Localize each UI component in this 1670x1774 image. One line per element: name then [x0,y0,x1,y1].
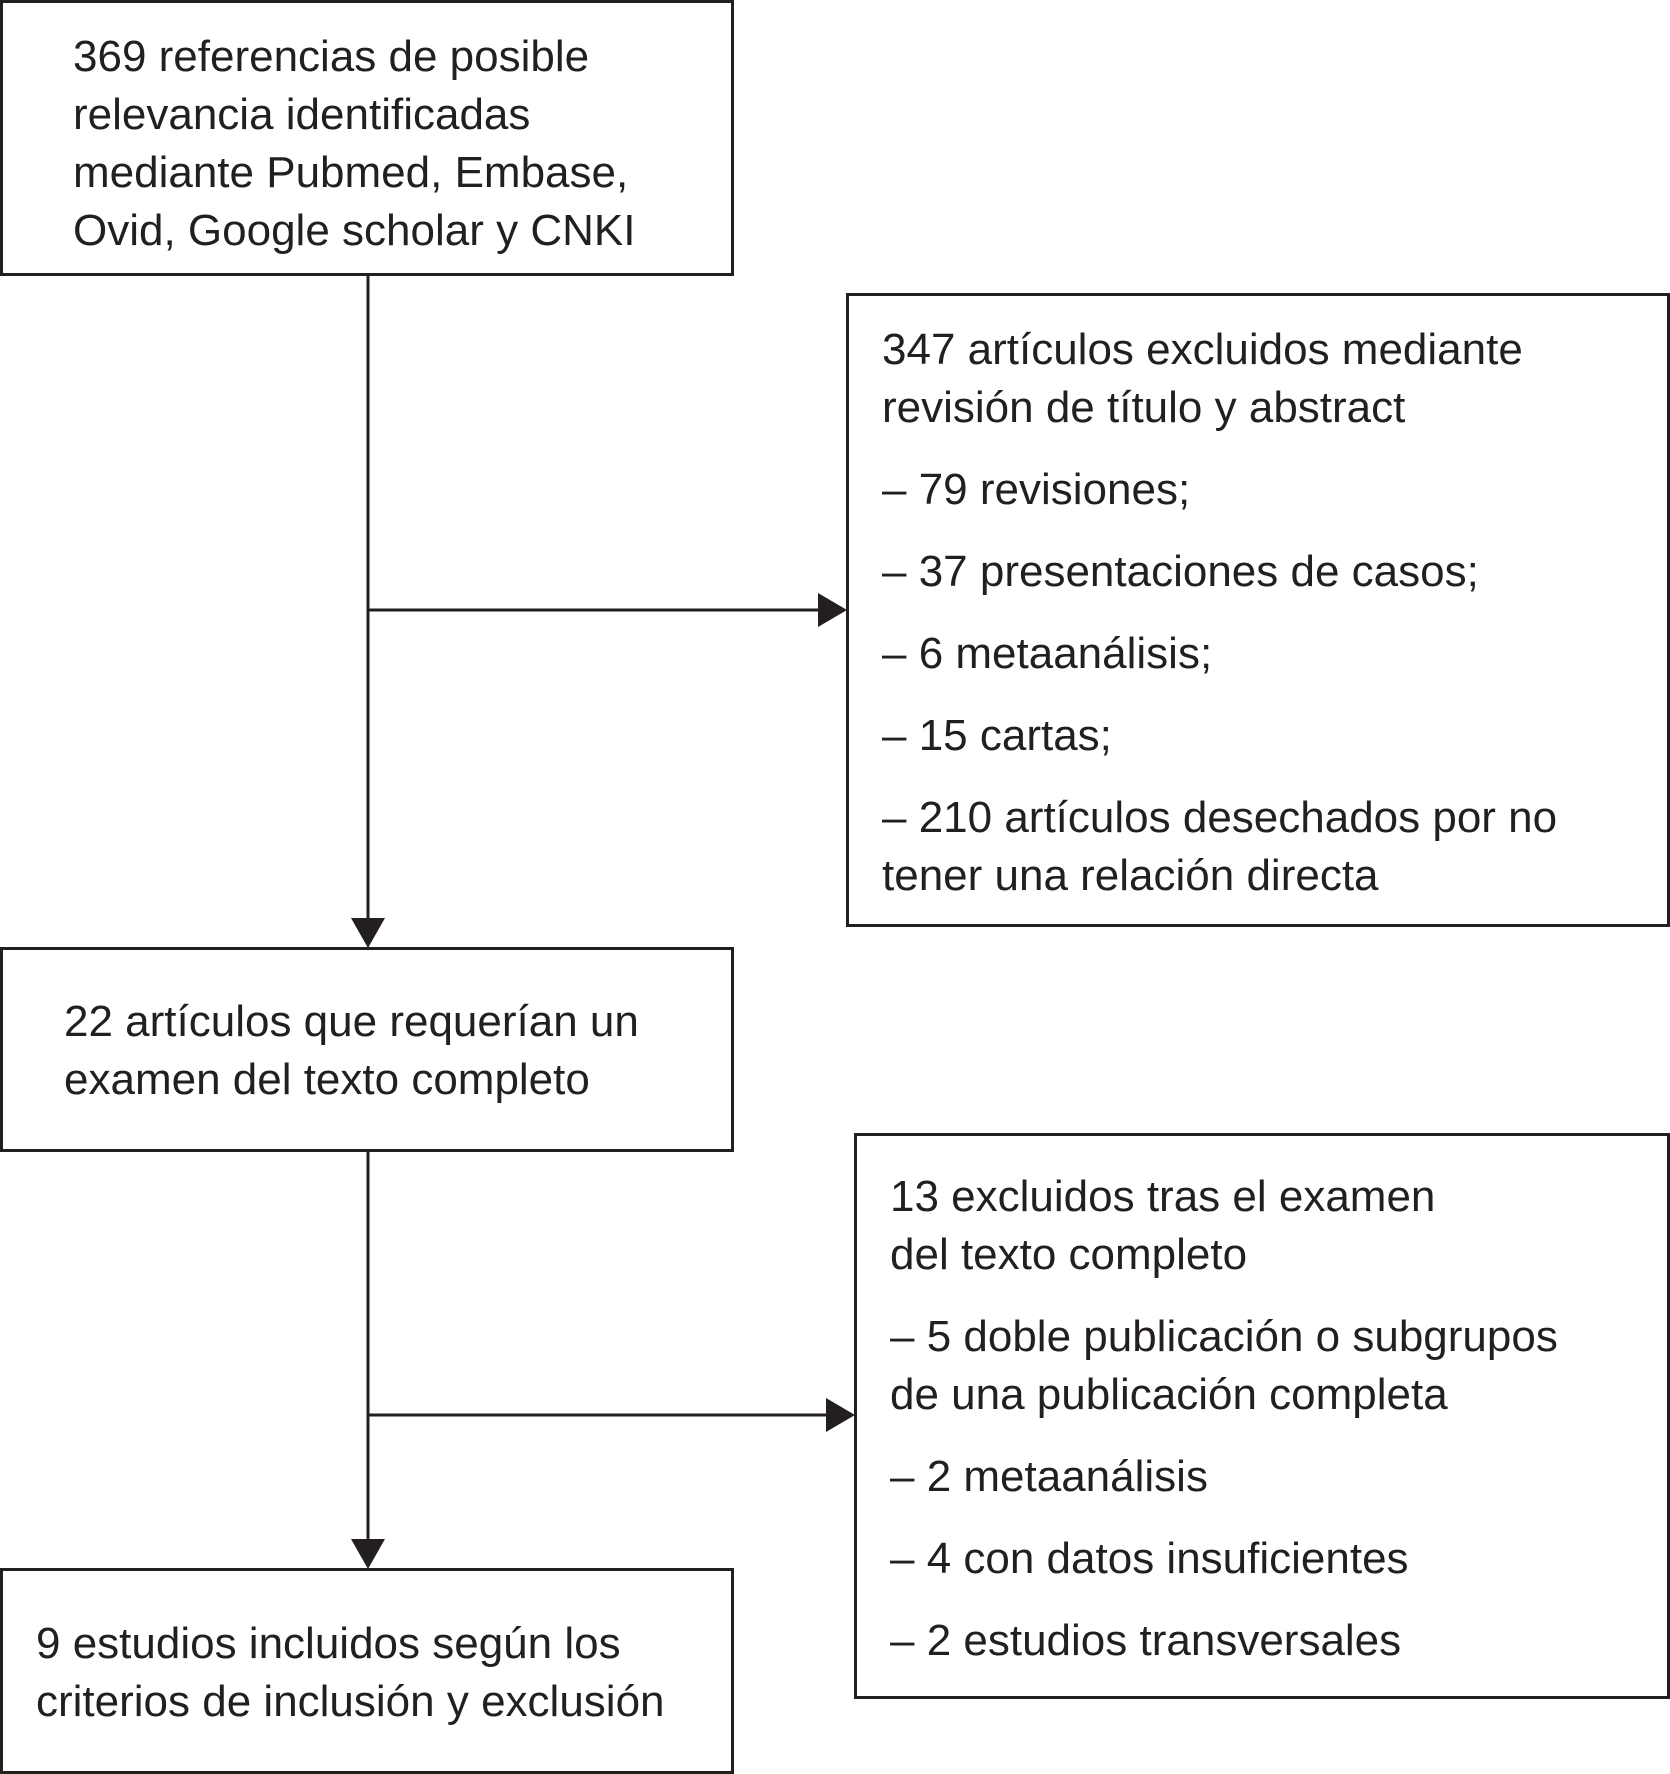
full-text-review-text: 22 artículos que requerían un examen del… [64,993,639,1109]
identified-line-1: 369 referencias de posible [73,32,590,81]
excluded-screening-box: 347 artículos excluidos mediante revisió… [846,293,1670,927]
excluded-reviews-item: – 79 revisiones; [882,465,1191,514]
excluded-fulltext-box: 13 excluidos tras el examen del texto co… [854,1133,1670,1699]
excluded-fulltext-heading: 13 excluidos tras el examen del texto co… [890,1168,1558,1284]
excluded-fulltext-meta-item: – 2 metaanálisis [890,1452,1208,1501]
excluded-fulltext-heading-line-1: 13 excluidos tras el examen [890,1172,1436,1221]
identified-line-2: relevancia identificadas [73,90,531,139]
full-text-line-2: examen del texto completo [64,1055,590,1104]
excluded-case-reports-item: – 37 presentaciones de casos; [882,547,1479,596]
excluded-unrelated-line-2: tener una relación directa [882,851,1379,900]
included-studies-box: 9 estudios incluidos según los criterios… [0,1568,734,1774]
identified-line-3: mediante Pubmed, Embase, [73,148,629,197]
excluded-insufficient-data-item: – 4 con datos insuficientes [890,1534,1409,1583]
excluded-duplicate-line-1: – 5 doble publicación o subgrupos [890,1312,1558,1361]
full-text-review-box: 22 artículos que requerían un examen del… [0,947,734,1152]
arrowhead-down-included [351,1539,385,1569]
excluded-unrelated-item: – 210 artículos desechados por no tener … [882,789,1557,905]
excluded-cross-sectional-item: – 2 estudios transversales [890,1616,1402,1665]
identified-records-box: 369 referencias de posible relevancia id… [0,0,734,276]
arrowhead-down-fulltext [351,918,385,948]
excluded-fulltext-text: 13 excluidos tras el examen del texto co… [890,1168,1558,1670]
excluded-meta-analyses-item: – 6 metaanálisis; [882,629,1213,678]
full-text-line-1: 22 artículos que requerían un [64,997,639,1046]
identified-line-4: Ovid, Google scholar y CNKI [73,206,636,255]
arrowhead-right-excluded-screening [818,593,847,627]
excluded-duplicate-item: – 5 doble publicación o subgrupos de una… [890,1308,1558,1424]
excluded-fulltext-heading-line-2: del texto completo [890,1230,1248,1279]
excluded-screening-heading-line-1: 347 artículos excluidos mediante [882,325,1523,374]
included-studies-text: 9 estudios incluidos según los criterios… [36,1615,665,1731]
excluded-screening-heading-line-2: revisión de título y abstract [882,383,1406,432]
excluded-screening-heading: 347 artículos excluidos mediante revisió… [882,321,1557,437]
arrowhead-right-excluded-fulltext [826,1398,855,1432]
excluded-unrelated-line-1: – 210 artículos desechados por no [882,793,1558,842]
excluded-screening-text: 347 artículos excluidos mediante revisió… [882,321,1557,905]
excluded-duplicate-line-2: de una publicación completa [890,1370,1448,1419]
excluded-letters-item: – 15 cartas; [882,711,1112,760]
identified-records-text: 369 referencias de posible relevancia id… [73,28,635,260]
included-line-2: criterios de inclusión y exclusión [36,1677,665,1726]
included-line-1: 9 estudios incluidos según los [36,1619,621,1668]
